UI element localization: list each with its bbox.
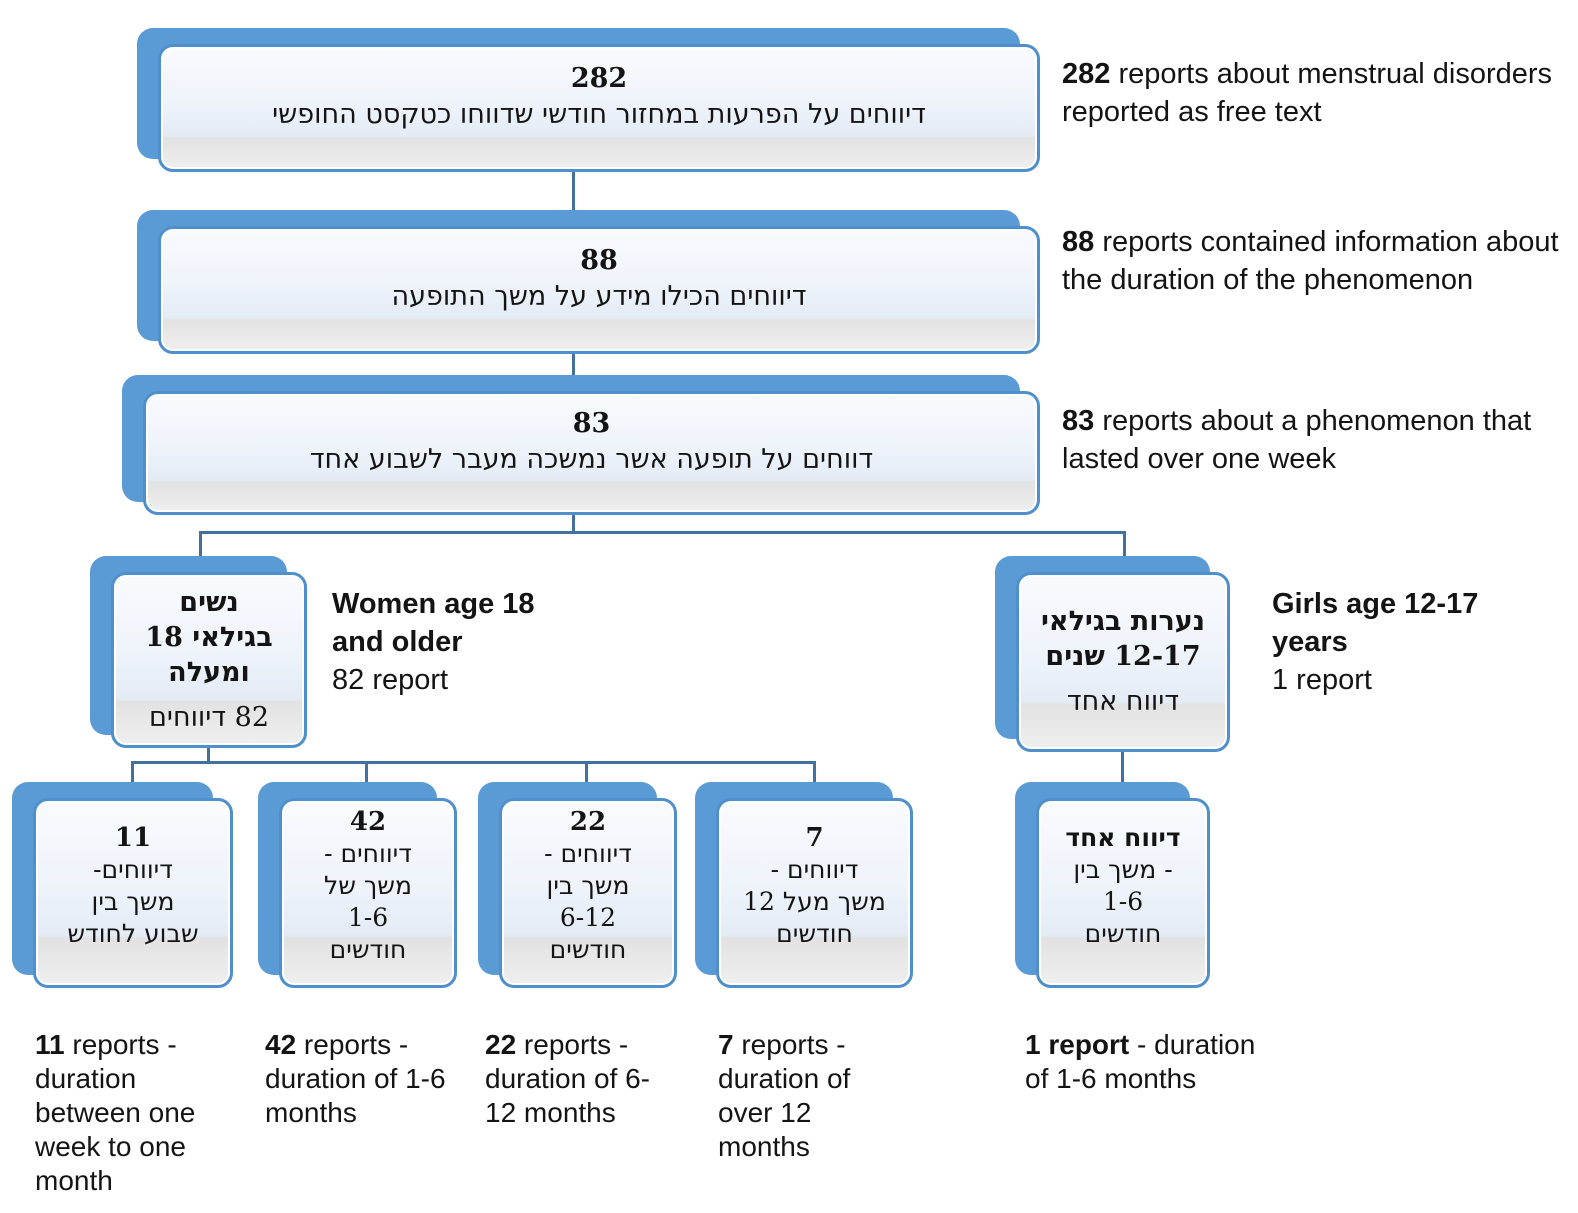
node-body: 83 דווחים על תופעה אשר נמשכה מעבר לשבוע … bbox=[143, 391, 1040, 515]
node-hebrew-line: משך מעל 12 bbox=[743, 887, 886, 916]
node-hebrew-line: 12-17 שנים bbox=[1045, 641, 1201, 672]
caption-leaf-42: 42 reports - duration of 1-6 months bbox=[265, 1028, 455, 1130]
caption-number: 11 bbox=[35, 1029, 65, 1060]
caption-number: 282 bbox=[1062, 58, 1111, 90]
node-body: 11 דיווחים- משך בין שבוע לחודש bbox=[33, 798, 233, 988]
caption-leaf-22: 22 reports - duration of 6-12 months bbox=[485, 1028, 660, 1130]
node-hebrew-text: דיווחים הכילו מידע על משך התופעה bbox=[391, 281, 807, 312]
connector-leaves-horizontal bbox=[131, 761, 816, 764]
caption-leaf-11: 11 reports - duration between one week t… bbox=[35, 1028, 235, 1198]
caption-heading: Women age 18 and older bbox=[332, 588, 535, 658]
node-count: 83 bbox=[572, 408, 611, 439]
node-body: 88 דיווחים הכילו מידע על משך התופעה bbox=[158, 226, 1040, 354]
node-hebrew-line: בגילאי 18 bbox=[145, 621, 273, 653]
node-count: 282 bbox=[570, 63, 628, 94]
connector-women-stub bbox=[207, 744, 210, 764]
flow-leaf-22: 22 דיווחים - משך בין 6-12 חודשים bbox=[478, 782, 677, 988]
node-hebrew-line: 1-6 bbox=[347, 903, 389, 932]
connector-girls-child bbox=[1121, 748, 1124, 792]
caption-83: 83 reports about a phenomenon that laste… bbox=[1062, 402, 1578, 478]
node-hebrew-subline: דיווח אחד bbox=[1066, 686, 1180, 717]
node-body: דיווח אחד - משך בין 1-6 חודשים bbox=[1036, 798, 1210, 988]
caption-282: 282 reports about menstrual disorders re… bbox=[1062, 55, 1567, 131]
flow-node-88: 88 דיווחים הכילו מידע על משך התופעה bbox=[137, 210, 1040, 354]
node-count: 88 bbox=[580, 245, 618, 276]
node-hebrew-line: 1-6 bbox=[1102, 887, 1144, 916]
caption-text: reports - duration of 6-12 months bbox=[485, 1029, 650, 1128]
connector-282-88 bbox=[572, 168, 575, 230]
caption-text: reports - duration between one week to o… bbox=[35, 1029, 196, 1196]
node-hebrew-bold-line: דיווח אחד bbox=[1065, 823, 1181, 852]
node-hebrew-line: משך של bbox=[324, 871, 412, 900]
node-count: 42 bbox=[349, 807, 387, 837]
connector-drop-leaf-42 bbox=[365, 761, 368, 793]
node-hebrew-line: משך בין bbox=[546, 871, 630, 900]
node-hebrew-line: חודשים bbox=[549, 935, 627, 964]
connector-drop-leaf-22 bbox=[585, 761, 588, 793]
caption-leaf-7: 7 reports - duration of over 12 months bbox=[718, 1028, 888, 1164]
caption-text: reports - duration of 1-6 months bbox=[265, 1029, 446, 1128]
node-hebrew-subline: 82 דיווחים bbox=[148, 701, 270, 733]
node-hebrew-line: חודשים bbox=[776, 919, 853, 948]
connector-drop-leaf-11 bbox=[131, 761, 134, 793]
caption-number: 7 bbox=[718, 1029, 734, 1060]
node-hebrew-text: דיווחים על הפרעות במחזור חודשי שדווחו כט… bbox=[272, 99, 926, 130]
caption-women: Women age 18 and older 82 report bbox=[332, 585, 567, 699]
connector-branch-horizontal bbox=[199, 531, 1126, 534]
node-hebrew-text: דווחים על תופעה אשר נמשכה מעבר לשבוע אחד bbox=[309, 444, 874, 475]
node-hebrew-line: 6-12 bbox=[559, 903, 617, 932]
node-body: 282 דיווחים על הפרעות במחזור חודשי שדווח… bbox=[158, 44, 1040, 172]
caption-number: 42 bbox=[265, 1029, 297, 1060]
flow-node-girls-12-17: נערות בגילאי 12-17 שנים דיווח אחד bbox=[995, 556, 1230, 752]
caption-leaf-1-report: 1 report - duration of 1-6 months bbox=[1025, 1028, 1265, 1096]
node-hebrew-line: נערות בגילאי bbox=[1040, 606, 1205, 637]
node-hebrew-line: דיווחים - bbox=[544, 839, 632, 868]
node-hebrew-line: חודשים bbox=[1084, 919, 1162, 948]
node-hebrew-line: ומעלה bbox=[168, 656, 250, 688]
flow-node-83: 83 דווחים על תופעה אשר נמשכה מעבר לשבוע … bbox=[122, 375, 1040, 515]
node-count: 11 bbox=[114, 823, 152, 853]
node-body: 42 דיווחים - משך של 1-6 חודשים bbox=[279, 798, 457, 988]
caption-number: 1 report bbox=[1025, 1029, 1130, 1060]
caption-text: 82 report bbox=[332, 664, 449, 696]
node-hebrew-line: נשים bbox=[179, 586, 239, 618]
node-hebrew-line: - משך בין bbox=[1073, 855, 1173, 884]
node-hebrew-line: משך בין bbox=[91, 887, 175, 916]
caption-88: 88 reports contained information about t… bbox=[1062, 223, 1577, 299]
node-hebrew-line: שבוע לחודש bbox=[67, 919, 199, 948]
caption-text: reports about a phenomenon that lasted o… bbox=[1062, 405, 1532, 475]
caption-number: 88 bbox=[1062, 226, 1095, 258]
caption-text: 1 report bbox=[1272, 664, 1372, 696]
caption-text: reports - duration of over 12 months bbox=[718, 1029, 851, 1162]
node-hebrew-line: דיווחים - bbox=[324, 839, 412, 868]
node-hebrew-line: חודשים bbox=[329, 935, 407, 964]
node-body: נערות בגילאי 12-17 שנים דיווח אחד bbox=[1016, 572, 1230, 752]
caption-heading: Girls age 12-17 years bbox=[1272, 588, 1479, 658]
caption-text: reports about menstrual disorders report… bbox=[1062, 58, 1553, 128]
caption-text: reports contained information about the … bbox=[1062, 226, 1559, 296]
flow-node-women-18-plus: נשים בגילאי 18 ומעלה 82 דיווחים bbox=[90, 556, 307, 748]
caption-text: - duration of 1-6 months bbox=[1025, 1029, 1256, 1094]
node-count: 7 bbox=[805, 823, 824, 853]
connector-88-83 bbox=[572, 350, 575, 396]
caption-number: 22 bbox=[485, 1029, 517, 1060]
flow-leaf-11: 11 דיווחים- משך בין שבוע לחודש bbox=[12, 782, 233, 988]
caption-number: 83 bbox=[1062, 405, 1095, 437]
flow-leaf-1-report: דיווח אחד - משך בין 1-6 חודשים bbox=[1015, 782, 1210, 988]
node-count: 22 bbox=[569, 807, 607, 837]
connector-drop-women bbox=[199, 531, 202, 561]
flow-leaf-42: 42 דיווחים - משך של 1-6 חודשים bbox=[258, 782, 457, 988]
connector-drop-girls bbox=[1123, 531, 1126, 561]
node-body: נשים בגילאי 18 ומעלה 82 דיווחים bbox=[111, 572, 307, 748]
node-body: 22 דיווחים - משך בין 6-12 חודשים bbox=[499, 798, 677, 988]
flow-node-282: 282 דיווחים על הפרעות במחזור חודשי שדווח… bbox=[137, 28, 1040, 172]
node-hebrew-line: דיווחים - bbox=[770, 855, 859, 884]
node-hebrew-line: דיווחים- bbox=[93, 855, 173, 884]
flow-leaf-7: 7 דיווחים - משך מעל 12 חודשים bbox=[695, 782, 913, 988]
node-body: 7 דיווחים - משך מעל 12 חודשים bbox=[716, 798, 913, 988]
caption-girls: Girls age 12-17 years 1 report bbox=[1272, 585, 1507, 699]
connector-drop-leaf-7 bbox=[813, 761, 816, 793]
connector-83-stub bbox=[572, 509, 575, 534]
